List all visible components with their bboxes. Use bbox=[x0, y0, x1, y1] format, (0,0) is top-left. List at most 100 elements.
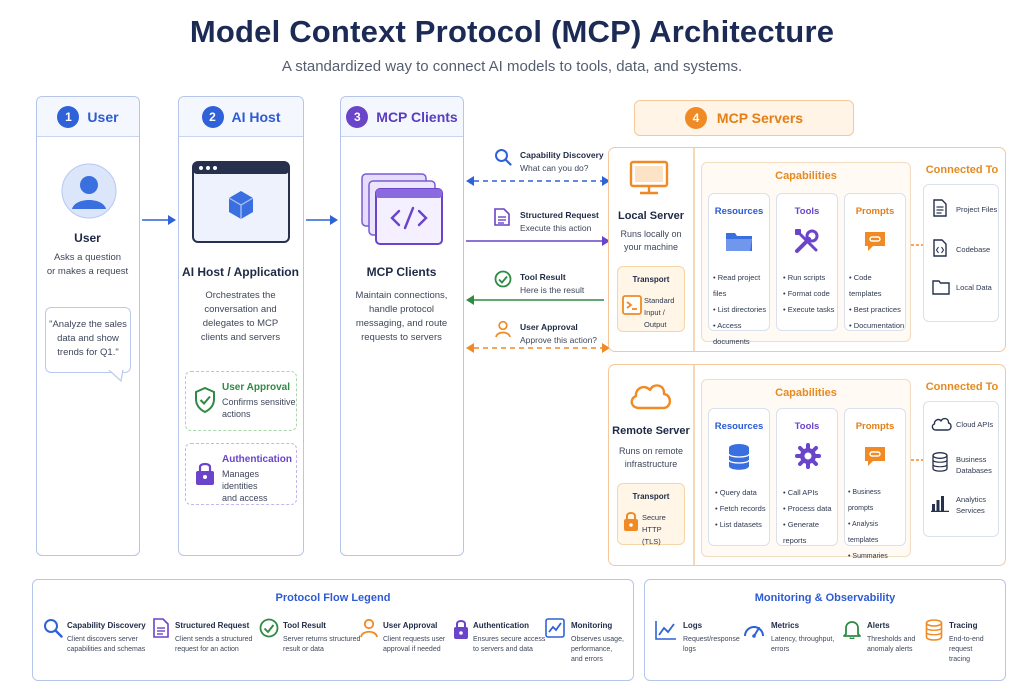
remote-resources-card: Resources • Query data • Fetch records •… bbox=[708, 408, 770, 546]
list-item: • Fetch records bbox=[715, 504, 766, 513]
flow-request-title: Structured Request bbox=[520, 210, 599, 220]
page-title: Model Context Protocol (MCP) Architectur… bbox=[189, 14, 835, 49]
list-item: • Call APIs bbox=[783, 488, 819, 497]
logs-chart-icon bbox=[655, 620, 677, 640]
local-transport-desc: Standard Input / Output bbox=[644, 296, 675, 329]
monitoring-metrics-desc: Latency, throughput,errors bbox=[771, 636, 835, 653]
flow-request-icon bbox=[494, 208, 510, 226]
local-prompts-list: • Code templates • Best practices • Docu… bbox=[849, 270, 905, 334]
remote-server-divider bbox=[693, 365, 695, 565]
ai-host-header-label: AI Host bbox=[231, 108, 281, 125]
flow-discovery-desc: What can you do? bbox=[520, 163, 589, 173]
gear-icon bbox=[795, 443, 821, 469]
mcp-clients-desc: Maintain connections, handle protocol me… bbox=[355, 290, 448, 343]
legend-discovery-title: Capability Discovery bbox=[67, 621, 146, 630]
monitoring-alerts-title: Alerts bbox=[867, 621, 890, 630]
flow-result-desc: Here is the result bbox=[520, 285, 585, 295]
remote-transport-desc: Secure HTTP (TLS) bbox=[642, 513, 666, 546]
local-server-desc: Runs locally on your machine bbox=[620, 229, 682, 252]
flow-discovery-icon bbox=[494, 148, 512, 166]
user-label: User bbox=[74, 231, 101, 245]
mcp-clients-column: 3 MCP Clients MCP Clients Maintain conne… bbox=[340, 96, 464, 556]
list-item: • List directories bbox=[713, 305, 767, 314]
list-item: • Business prompts bbox=[848, 489, 881, 512]
step-number-3: 3 bbox=[346, 105, 369, 128]
list-item: • Best practices bbox=[849, 305, 901, 314]
legend-title: Protocol Flow Legend bbox=[275, 592, 391, 604]
legend-monitoring-desc: Observes usage,performance,and errors bbox=[571, 636, 624, 663]
ai-host-desc: Orchestrates the conversation and delega… bbox=[200, 290, 281, 343]
folder-icon bbox=[725, 230, 753, 252]
authentication-desc: Manages identities and access bbox=[222, 469, 268, 503]
remote-server-panel: Remote Server Runs on remote infrastruct… bbox=[608, 364, 1006, 566]
code-file-icon bbox=[933, 239, 947, 257]
local-transport-box: Transport Standard Input / Output bbox=[617, 266, 685, 332]
list-item: • List datasets bbox=[715, 520, 762, 529]
arrow-user-to-host bbox=[142, 215, 176, 225]
legend-monitoring-title: Monitoring bbox=[571, 621, 613, 630]
connected-cloud-apis: Cloud APIs bbox=[956, 420, 994, 429]
padlock-icon bbox=[623, 510, 639, 532]
metrics-gauge-icon bbox=[743, 620, 765, 638]
ai-host-column-header: 2 AI Host bbox=[179, 97, 303, 137]
list-item: • Access documents bbox=[713, 321, 750, 346]
connected-analytics-services: Analytics Services bbox=[956, 495, 987, 515]
legend-auth-title: Authentication bbox=[473, 621, 529, 630]
wrench-screwdriver-icon bbox=[794, 228, 820, 254]
arrow-tool-result bbox=[466, 295, 604, 305]
flow-result-title: Tool Result bbox=[520, 272, 566, 282]
step-number-2: 2 bbox=[201, 105, 224, 128]
legend-monitoring-icon bbox=[545, 618, 565, 638]
code-window-icon bbox=[361, 173, 443, 245]
business-database-icon bbox=[932, 452, 948, 472]
flow-approval-title: User Approval bbox=[520, 322, 578, 332]
local-capabilities-title: Capabilities bbox=[775, 170, 837, 182]
remote-transport-label: Transport bbox=[632, 492, 670, 501]
monitoring-observability-panel: Monitoring & Observability Logs Request/… bbox=[644, 579, 1006, 681]
list-item: • Process data bbox=[783, 504, 832, 513]
legend-request-icon bbox=[153, 618, 169, 638]
list-item: • Run scripts bbox=[783, 273, 826, 282]
app-window-icon bbox=[192, 161, 290, 243]
remote-prompts-list: • Business prompts • Analysis templates … bbox=[848, 485, 905, 565]
remote-connected-title: Connected To bbox=[925, 381, 999, 393]
user-approval-title: User Approval bbox=[222, 382, 290, 393]
authentication-box: Authentication Manages identities and ac… bbox=[185, 443, 297, 505]
remote-resources-list: • Query data • Fetch records • List data… bbox=[715, 485, 766, 533]
ai-host-column: 2 AI Host AI Host / Application Orchestr… bbox=[178, 96, 304, 556]
legend-result-icon bbox=[259, 618, 279, 638]
mcp-clients-column-header: 3 MCP Clients bbox=[341, 97, 463, 137]
flow-discovery-title: Capability Discovery bbox=[520, 150, 604, 160]
monitoring-tracing-title: Tracing bbox=[949, 621, 978, 630]
list-item: • Analysis templates bbox=[848, 521, 879, 544]
remote-capabilities-area: Capabilities Resources • Query data • Fe… bbox=[701, 379, 911, 560]
authentication-title: Authentication bbox=[222, 454, 292, 465]
local-server-panel: Local Server Runs locally on your machin… bbox=[608, 147, 1006, 352]
page-subtitle: A standardized way to connect AI models … bbox=[281, 58, 743, 75]
remote-tools-list: • Call APIs • Process data • Generate re… bbox=[783, 485, 837, 549]
list-item: • Execute tasks bbox=[783, 305, 835, 314]
flow-result-icon bbox=[494, 270, 512, 288]
list-item: • Summaries bbox=[848, 553, 888, 560]
user-approval-box: User Approval Confirms sensitive actions bbox=[185, 371, 297, 431]
user-column: 1 User User Asks a question or makes a r… bbox=[36, 96, 140, 556]
local-tools-card: Tools • Run scripts • Format code • Exec… bbox=[776, 193, 838, 331]
chat-bubble-icon bbox=[863, 230, 887, 254]
mcp-servers-header: 4 MCP Servers bbox=[634, 100, 854, 136]
cloud-icon bbox=[627, 379, 673, 411]
local-server-name: Local Server bbox=[617, 210, 685, 222]
user-header-label: User bbox=[87, 108, 119, 125]
arrow-capability-discovery bbox=[466, 176, 610, 186]
flow-approval-desc: Approve this action? bbox=[520, 335, 598, 345]
flow-request-desc: Execute this action bbox=[520, 223, 592, 233]
local-connected-card: Project Files Codebase Local Data bbox=[923, 184, 999, 322]
local-resources-card: Resources • Read project files • List di… bbox=[708, 193, 770, 346]
step-number-1: 1 bbox=[57, 105, 80, 128]
remote-capabilities-title: Capabilities bbox=[775, 387, 837, 399]
connected-local-data: Local Data bbox=[956, 283, 992, 292]
